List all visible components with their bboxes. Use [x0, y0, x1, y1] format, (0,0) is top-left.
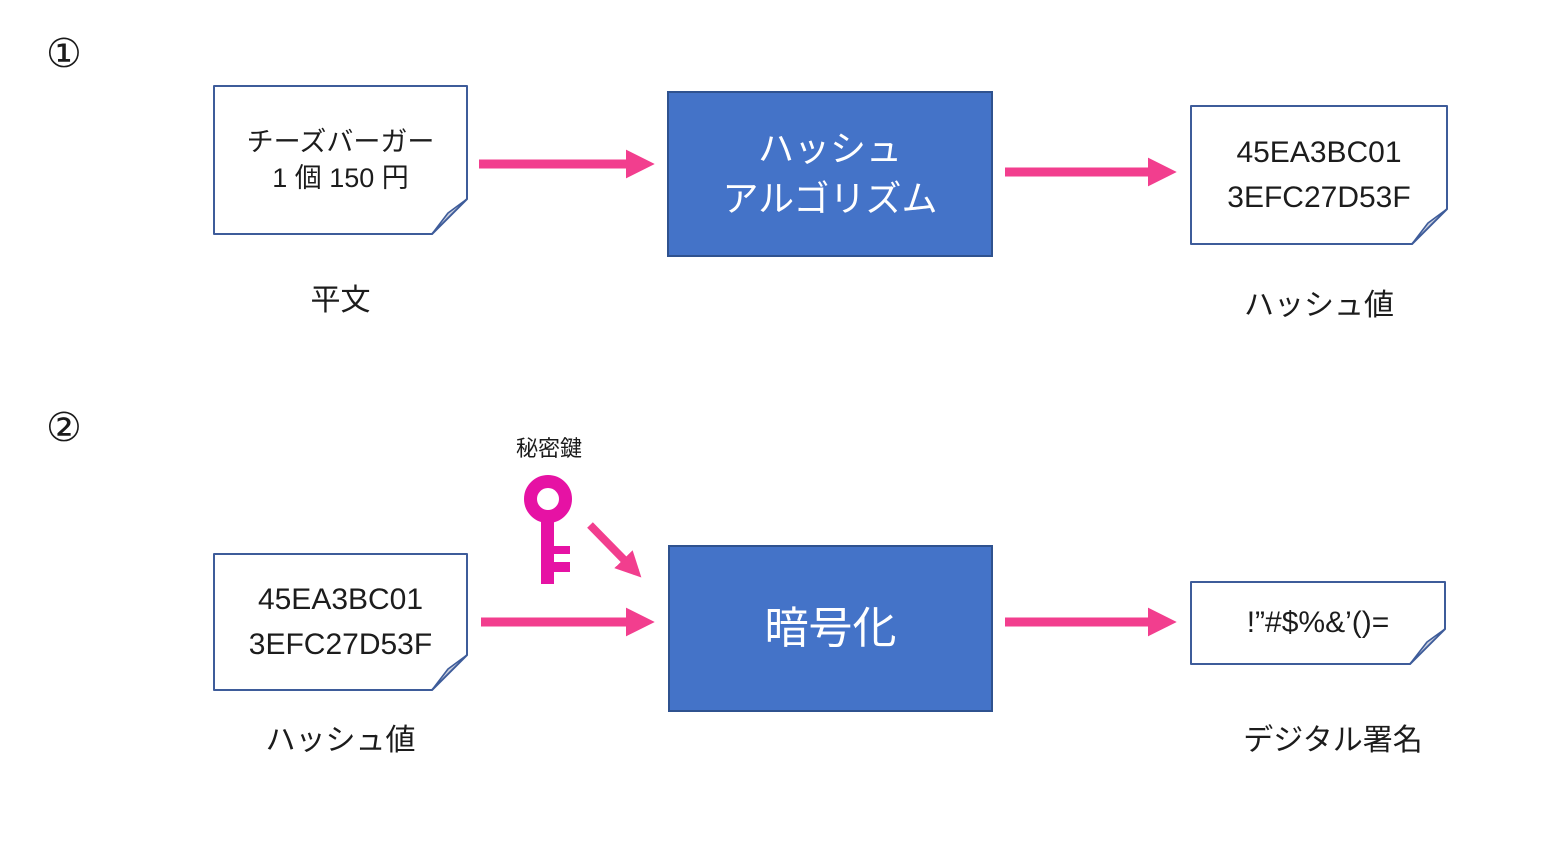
step2-marker: ② — [46, 406, 82, 450]
plaintext-line1: チーズバーガー — [246, 127, 435, 157]
folded-note-shape — [213, 553, 468, 691]
hash-algorithm-box: ハッシュ アルゴリズム — [667, 91, 993, 257]
encryption-line1: 暗号化 — [764, 603, 897, 653]
hash-value-line2: 3EFC27D53F — [1227, 181, 1411, 214]
hash-value-note-step2: 45EA3BC01 3EFC27D53F — [213, 553, 468, 691]
folded-note-shape — [1190, 581, 1446, 665]
plaintext-line2: 1 個 150 円 — [272, 163, 409, 193]
private-key-label: 秘密鍵 — [515, 436, 582, 461]
hash-algorithm-line1: ハッシュ — [757, 128, 902, 169]
hash-value-line1: 45EA3BC01 — [1236, 136, 1402, 169]
private-key-icon — [524, 475, 572, 584]
folded-note-shape — [213, 85, 468, 235]
arrow-key-to-encrypt — [587, 522, 642, 578]
hash-value-label-step1: ハッシュ値 — [1244, 289, 1394, 322]
digital-signature-note: !”#$%&’()= — [1190, 581, 1446, 665]
folded-note-shape — [1190, 105, 1448, 245]
digital-signature-label: デジタル署名 — [1243, 724, 1423, 757]
encryption-box: 暗号化 — [668, 545, 993, 712]
hash-value-note-step1: 45EA3BC01 3EFC27D53F — [1190, 105, 1448, 245]
hash-value-label-step2: ハッシュ値 — [265, 724, 416, 757]
hash-value-line2: 3EFC27D53F — [248, 628, 433, 661]
signature-line1: !”#$%&’()= — [1246, 606, 1390, 639]
plaintext-label: 平文 — [310, 284, 371, 317]
plaintext-note: チーズバーガー 1 個 150 円 — [213, 85, 468, 235]
step1-marker: ① — [46, 32, 82, 76]
hash-algorithm-line2: アルゴリズム — [722, 178, 938, 219]
hash-value-line1: 45EA3BC01 — [257, 583, 424, 616]
